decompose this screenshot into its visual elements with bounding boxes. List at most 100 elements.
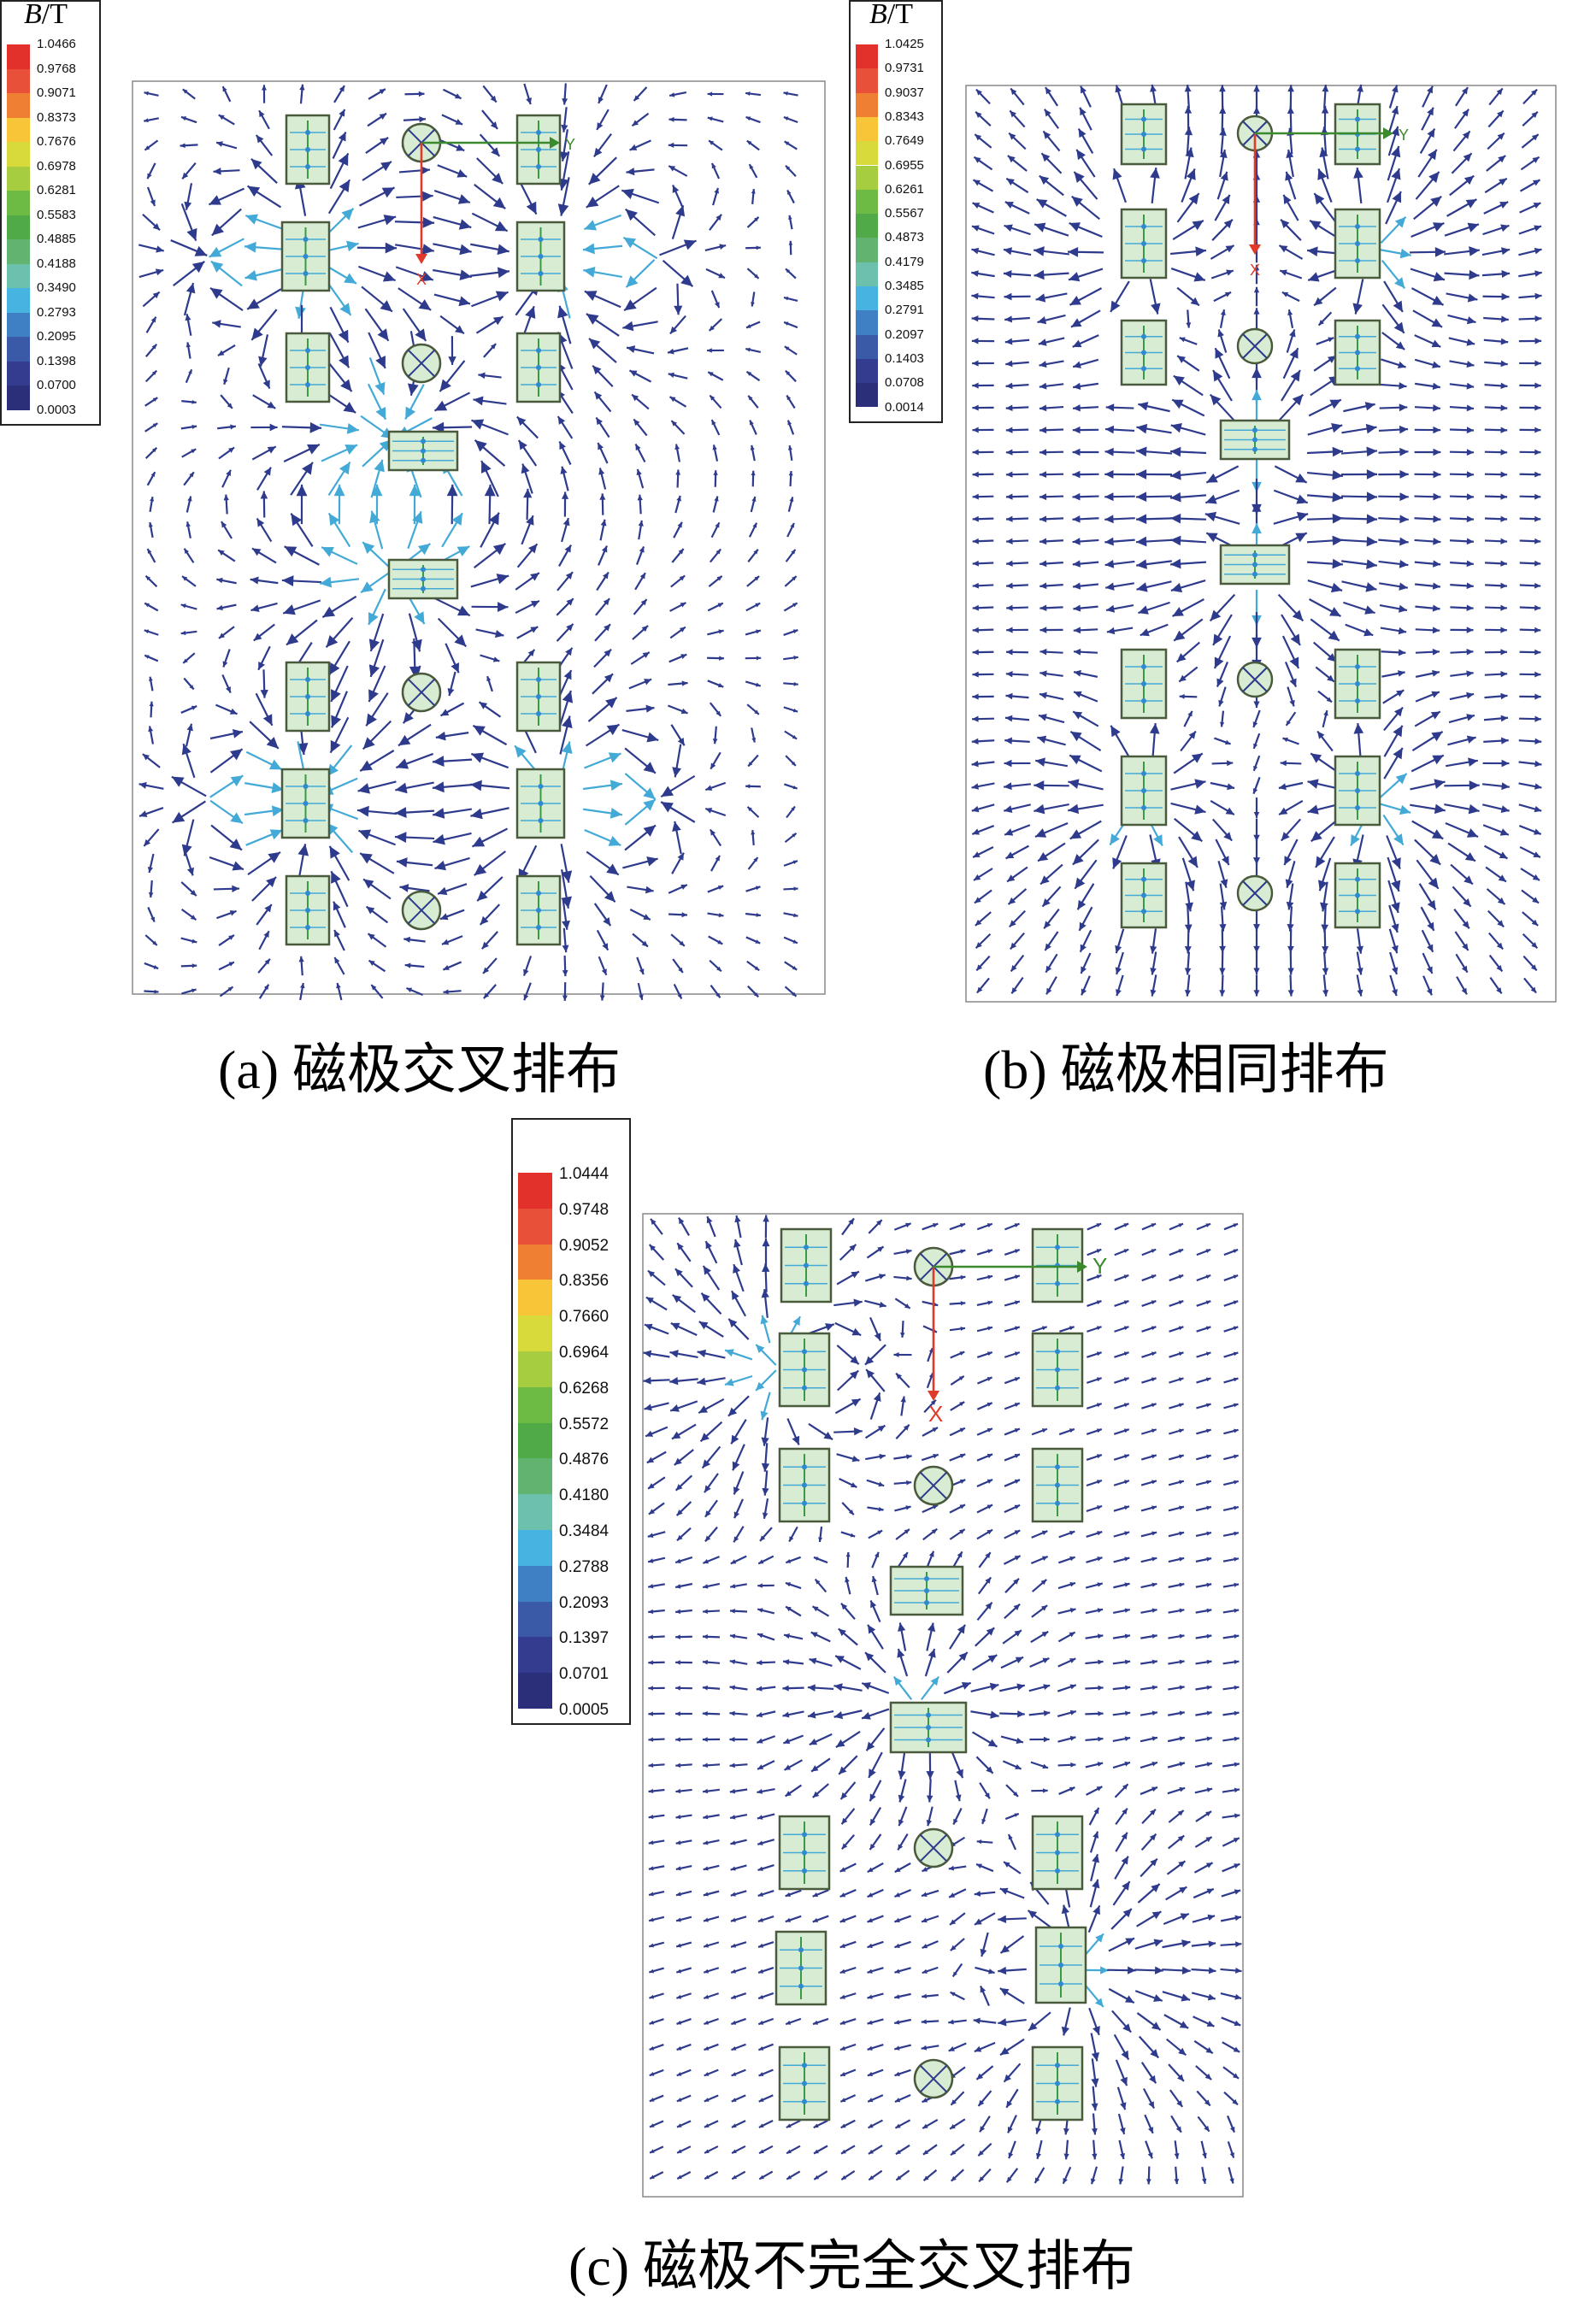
field-arrow bbox=[395, 832, 434, 843]
arrow-head bbox=[1097, 1480, 1102, 1484]
field-arrow bbox=[725, 1349, 752, 1359]
arrow-head bbox=[1220, 902, 1228, 910]
field-arrow bbox=[1450, 538, 1474, 544]
arrow-head bbox=[562, 98, 568, 104]
field-arrow bbox=[785, 141, 798, 149]
field-arrow bbox=[1483, 315, 1509, 322]
field-arrow bbox=[596, 417, 609, 437]
field-arrow bbox=[1170, 536, 1206, 546]
field-arrow bbox=[673, 959, 683, 973]
field-arrow bbox=[896, 1425, 909, 1439]
field-arrow bbox=[139, 268, 163, 277]
field-arrow bbox=[592, 674, 613, 693]
arrow-head bbox=[854, 1427, 863, 1435]
legend-swatch bbox=[518, 1423, 552, 1459]
field-arrow bbox=[1006, 846, 1029, 859]
arrow-head bbox=[310, 422, 322, 433]
legend-tick-label: 0.2097 bbox=[885, 327, 924, 342]
field-arrow bbox=[1196, 1455, 1210, 1460]
field-arrow bbox=[977, 978, 989, 992]
arrow-head bbox=[1069, 272, 1080, 281]
field-arrow bbox=[1450, 692, 1474, 699]
magnet-dot bbox=[305, 365, 310, 370]
field-arrow bbox=[397, 857, 433, 868]
field-arrow bbox=[333, 902, 345, 928]
field-arrow bbox=[648, 1477, 665, 1488]
vector-field-b: XY bbox=[966, 85, 1556, 1002]
arrow-head bbox=[1097, 1428, 1102, 1433]
legend-swatch bbox=[7, 118, 30, 143]
field-arrow bbox=[731, 1557, 746, 1564]
arrow-head bbox=[1151, 990, 1157, 997]
axis-x-arrowhead bbox=[1249, 244, 1261, 255]
magnet-dot bbox=[1355, 698, 1360, 703]
field-arrow bbox=[443, 962, 461, 969]
field-arrow bbox=[181, 116, 197, 122]
field-arrow bbox=[1213, 819, 1232, 840]
magnet-dot bbox=[305, 164, 310, 169]
arrow-head bbox=[1534, 650, 1540, 656]
arrow-head bbox=[1399, 382, 1406, 390]
field-arrow bbox=[1378, 470, 1408, 479]
field-arrow bbox=[1039, 714, 1064, 722]
magnet-dot bbox=[539, 784, 544, 789]
field-arrow bbox=[1415, 582, 1440, 589]
field-arrow bbox=[1341, 469, 1377, 480]
field-arrow bbox=[786, 395, 794, 408]
magnet-block bbox=[517, 876, 560, 945]
field-arrow bbox=[705, 1527, 717, 1542]
field-arrow bbox=[1110, 726, 1128, 756]
field-arrow bbox=[250, 721, 279, 749]
magnet-dot bbox=[536, 147, 541, 152]
field-arrow bbox=[748, 807, 759, 817]
field-arrow bbox=[922, 1427, 938, 1436]
field-arrow bbox=[1142, 1326, 1157, 1331]
field-arrow bbox=[371, 985, 382, 998]
arrow-head bbox=[646, 733, 658, 743]
magnet-dot bbox=[1252, 572, 1257, 577]
magnet-block bbox=[1122, 104, 1166, 164]
arrow-head bbox=[1039, 627, 1046, 633]
magnet-dot bbox=[536, 925, 541, 930]
arrow-head bbox=[1467, 583, 1474, 590]
field-arrow bbox=[184, 183, 191, 209]
field-arrow bbox=[1113, 1582, 1129, 1587]
arrow-head bbox=[646, 856, 657, 866]
field-arrow bbox=[1317, 732, 1333, 751]
field-arrow bbox=[626, 705, 654, 713]
arrow-head bbox=[746, 116, 751, 121]
field-arrow bbox=[181, 603, 197, 609]
arrow-head bbox=[244, 242, 256, 253]
arrow-head bbox=[1367, 491, 1377, 502]
field-arrow bbox=[1037, 736, 1065, 745]
field-arrow bbox=[788, 445, 792, 461]
field-arrow bbox=[629, 370, 651, 381]
field-arrow bbox=[1279, 801, 1303, 815]
field-arrow bbox=[184, 678, 193, 689]
field-arrow bbox=[182, 163, 196, 179]
field-arrow bbox=[1087, 1480, 1102, 1486]
arrow-head bbox=[1138, 605, 1148, 614]
arrow-head bbox=[1075, 878, 1085, 889]
arrow-head bbox=[486, 676, 491, 681]
arrow-head bbox=[458, 296, 470, 306]
arrow-head bbox=[299, 956, 304, 962]
field-arrow bbox=[1341, 491, 1377, 502]
field-arrow bbox=[634, 87, 647, 101]
field-arrow bbox=[707, 1216, 716, 1237]
field-arrow bbox=[1485, 494, 1507, 500]
arrow-head bbox=[320, 577, 332, 588]
magnet-block bbox=[1335, 863, 1380, 927]
field-arrow bbox=[1032, 1428, 1047, 1434]
legend-swatch bbox=[518, 1351, 552, 1387]
field-arrow bbox=[1087, 1223, 1101, 1229]
arrow-head bbox=[380, 138, 388, 145]
field-arrow bbox=[1485, 583, 1507, 589]
field-arrow bbox=[894, 1480, 911, 1486]
field-arrow bbox=[1079, 129, 1092, 154]
magnet-dot bbox=[1141, 132, 1146, 137]
field-arrow bbox=[1322, 929, 1328, 954]
field-arrow bbox=[1308, 423, 1343, 434]
field-arrow bbox=[1520, 627, 1541, 633]
field-arrow bbox=[1113, 168, 1126, 203]
